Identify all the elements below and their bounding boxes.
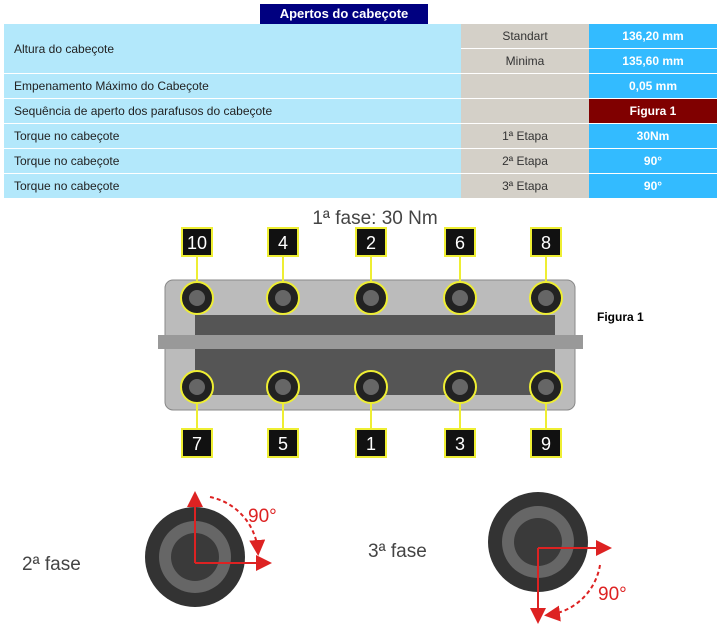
table-row: Empenamento Máximo do Cabeçote 0,05 mm [4,73,717,99]
row-value: 30Nm [589,123,717,149]
bolt-number-box [355,428,387,458]
bolt-number: 8 [541,233,551,253]
bolt-head [538,379,554,395]
phase2-socket [145,491,272,607]
row-label: Empenamento Máximo do Cabeçote [4,73,461,99]
bolt-number-box [444,428,476,458]
bolt-head [363,379,379,395]
figure-caption: Figura 1 [597,310,644,324]
bolt-number: 9 [541,434,551,454]
figure-link[interactable]: Figura 1 [589,98,717,124]
row-value: 90° [589,173,717,199]
row-label: Torque no cabeçote [4,123,461,149]
row-stage [461,98,589,124]
row-value: 136,20 mm [589,24,717,49]
row-value: 0,05 mm [589,73,717,99]
bolt-number: 5 [278,434,288,454]
bolt-number-box [181,428,213,458]
bolt-number-box [267,428,299,458]
phase3-angle: 90° [598,584,627,605]
row-stage: 3ª Etapa [461,173,589,199]
bolt-head [189,290,205,306]
row-stage: 2ª Etapa [461,148,589,174]
bolt-head [452,290,468,306]
table-row: Sequência de aperto dos parafusos do cab… [4,98,717,124]
row-label: Torque no cabeçote [4,173,461,199]
bolt-number: 2 [366,233,376,253]
bolt-number-box [267,227,299,257]
bolt-number-box [530,428,562,458]
camshaft [158,335,583,349]
bolt-number-box [530,227,562,257]
table-row: Minima 135,60 mm [4,48,717,74]
row-label: Altura do cabeçote [4,24,461,74]
row-stage [461,73,589,99]
row-label: Torque no cabeçote [4,148,461,174]
row-value: 135,60 mm [589,48,717,74]
bolt-number: 3 [455,434,465,454]
section-title: Apertos do cabeçote [260,4,428,24]
row-label: Sequência de aperto dos parafusos do cab… [4,98,461,124]
bolt-number: 1 [366,434,376,454]
phase1-label: 1ª fase: 30 Nm [312,208,437,229]
bolt-head [189,379,205,395]
bolt-head [452,379,468,395]
row-stage: 1ª Etapa [461,123,589,149]
row-stage: Standart [461,24,589,49]
bolt-number-box [181,227,213,257]
bolt-number: 7 [192,434,202,454]
table-row: Altura do cabeçote Standart 136,20 mm [4,24,717,74]
bolt-number: 6 [455,233,465,253]
bolt-number-box [355,227,387,257]
phase3-socket [488,492,612,624]
phase2-angle: 90° [248,506,277,527]
bolt-number: 4 [278,233,288,253]
bolt-number-box [444,227,476,257]
row-stage: Minima [461,48,589,74]
row-value: 90° [589,148,717,174]
bolt-head [538,290,554,306]
bolt-number: 10 [187,233,207,253]
spec-table: Altura do cabeçote Standart 136,20 mm Mi… [4,24,717,199]
bolt-head [275,290,291,306]
bolt-head [363,290,379,306]
phase3-label: 3ª fase [368,541,427,562]
phase2-label: 2ª fase [22,554,81,575]
bolt-head [275,379,291,395]
